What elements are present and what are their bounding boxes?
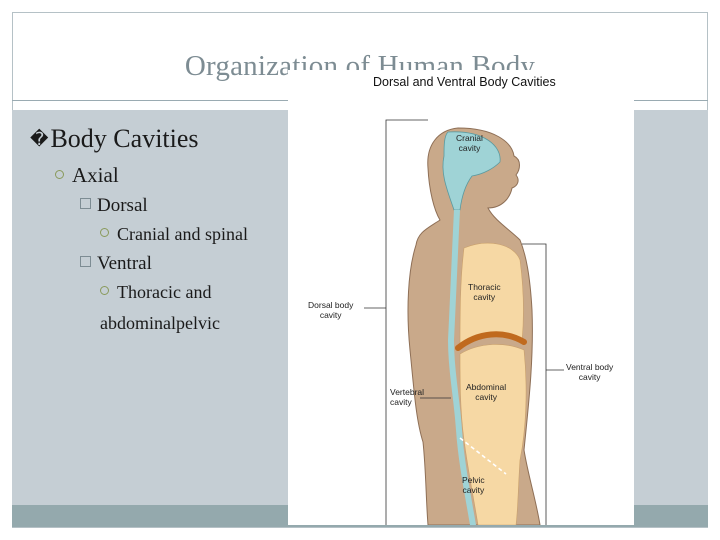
bullet-cranial-spinal: Cranial and spinal xyxy=(100,224,248,245)
bullet-text: Dorsal xyxy=(97,195,148,216)
bullet-text: Ventral xyxy=(97,253,152,274)
bullet-thoracic-abdominal: Thoracic and xyxy=(100,282,211,303)
bullet-text: Thoracic and xyxy=(117,282,212,302)
bullet-marker: � xyxy=(30,129,49,150)
abdominopelvic-cavity-shape xyxy=(459,344,527,525)
ring-bullet-icon xyxy=(100,286,109,295)
bullet-continuation: abdominalpelvic xyxy=(100,313,220,333)
bullet-ventral: Ventral xyxy=(80,253,152,275)
ring-bullet-icon xyxy=(100,228,109,237)
anatomy-illustration xyxy=(364,119,564,525)
square-bullet-icon xyxy=(80,198,91,209)
cranial-cavity-shape xyxy=(442,131,501,211)
body-cavities-figure: Dorsal and Ventral Body Cavities Cranial… xyxy=(288,70,634,525)
abdominal-pelvic-divider xyxy=(459,437,507,475)
bullet-text: Axial xyxy=(72,163,119,187)
bullet-text: Body Cavities xyxy=(50,124,199,153)
ring-bullet-icon xyxy=(55,170,64,179)
square-bullet-icon xyxy=(80,256,91,267)
ventral-bracket xyxy=(522,243,547,525)
bullet-body-cavities: �Body Cavities xyxy=(30,124,199,154)
diaphragm-line xyxy=(455,331,527,351)
bullet-text: Cranial and spinal xyxy=(117,224,248,244)
figure-title: Dorsal and Ventral Body Cavities xyxy=(373,75,556,89)
bullet-axial: Axial xyxy=(55,163,119,188)
bullet-dorsal: Dorsal xyxy=(80,195,148,217)
spinal-cavity-shape xyxy=(448,210,476,525)
dorsal-bracket xyxy=(385,119,428,525)
